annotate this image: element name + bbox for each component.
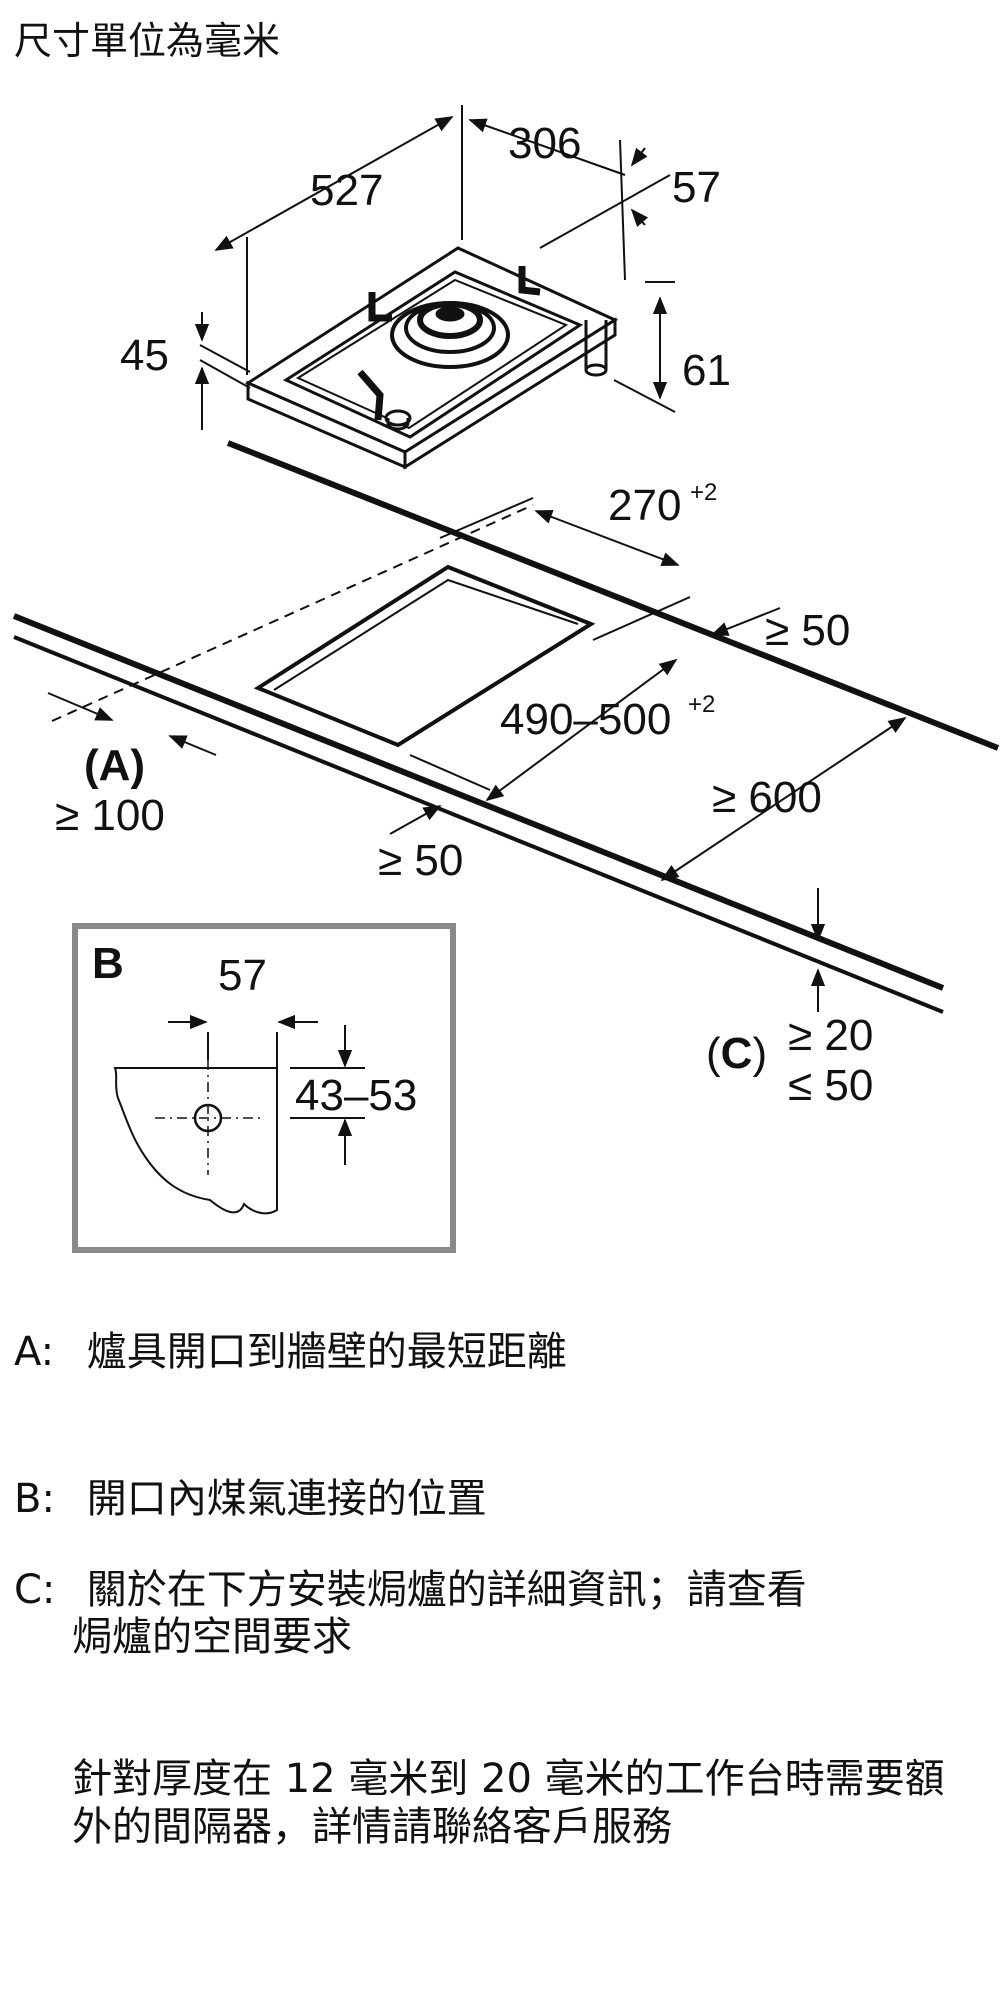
detail-b-box: B 57 43–53 bbox=[72, 923, 456, 1253]
worktop-drawing bbox=[12, 440, 1000, 1014]
dim-front-min: ≥ 50 bbox=[378, 836, 463, 885]
note-spacer: 針對厚度在 12 毫米到 20 毫米的工作台時需要額外的間隔器，詳情請聯絡客戶服… bbox=[72, 1756, 945, 1850]
label-c: (C) bbox=[706, 1029, 767, 1078]
dim-c-min: ≥ 20 bbox=[788, 1011, 873, 1060]
detail-b-offset: 57 bbox=[218, 951, 267, 1000]
note-b-text: 開口內煤氣連接的位置 bbox=[86, 1476, 487, 1522]
dim-total-height: 61 bbox=[682, 346, 731, 395]
note-a-text: 爐具開口到牆壁的最短距離 bbox=[86, 1329, 567, 1375]
dim-gas-offset: 57 bbox=[672, 163, 721, 212]
dim-width: 527 bbox=[310, 166, 383, 215]
dim-c-max: ≤ 50 bbox=[788, 1061, 873, 1110]
dim-back-min: ≥ 50 bbox=[765, 606, 850, 655]
dim-depth: 306 bbox=[508, 119, 581, 168]
dim-cutout-width: 490–500 bbox=[500, 695, 671, 744]
detail-b-height-range: 43–53 bbox=[295, 1071, 417, 1120]
dim-cutout-depth-tol: +2 bbox=[690, 479, 717, 506]
dim-cutout-width-tol: +2 bbox=[688, 691, 715, 718]
hob-drawing bbox=[244, 246, 619, 470]
dim-frame-height: 45 bbox=[120, 331, 169, 380]
dim-cutout-depth: 270 bbox=[608, 481, 681, 530]
page-title: 尺寸單位為毫米 bbox=[14, 19, 281, 63]
label-a: (A) bbox=[84, 741, 145, 790]
note-b: B: 開口內煤氣連接的位置 bbox=[14, 1475, 487, 1523]
note-c-text: 關於在下方安裝焗爐的詳細資訊；請查看 bbox=[86, 1567, 807, 1613]
worktop-dimension-lines bbox=[47, 497, 907, 1012]
dim-side-min: ≥ 600 bbox=[712, 773, 822, 822]
hob-dimension-lines bbox=[194, 105, 676, 430]
note-a-key: A: bbox=[14, 1329, 55, 1375]
note-c-key: C: bbox=[14, 1567, 56, 1613]
dim-wall-a-min: ≥ 100 bbox=[55, 791, 165, 840]
note-a: A: 爐具開口到牆壁的最短距離 bbox=[14, 1328, 567, 1376]
note-c: C: 關於在下方安裝焗爐的詳細資訊；請查看 bbox=[14, 1566, 807, 1614]
note-c-continued: 焗爐的空間要求 bbox=[72, 1614, 352, 1660]
installation-diagram: 527 306 57 45 61 270 +2 ≥ 50 490–500 +2 … bbox=[12, 105, 1000, 1253]
note-b-key: B: bbox=[14, 1476, 55, 1522]
detail-b-label: B bbox=[92, 939, 124, 988]
